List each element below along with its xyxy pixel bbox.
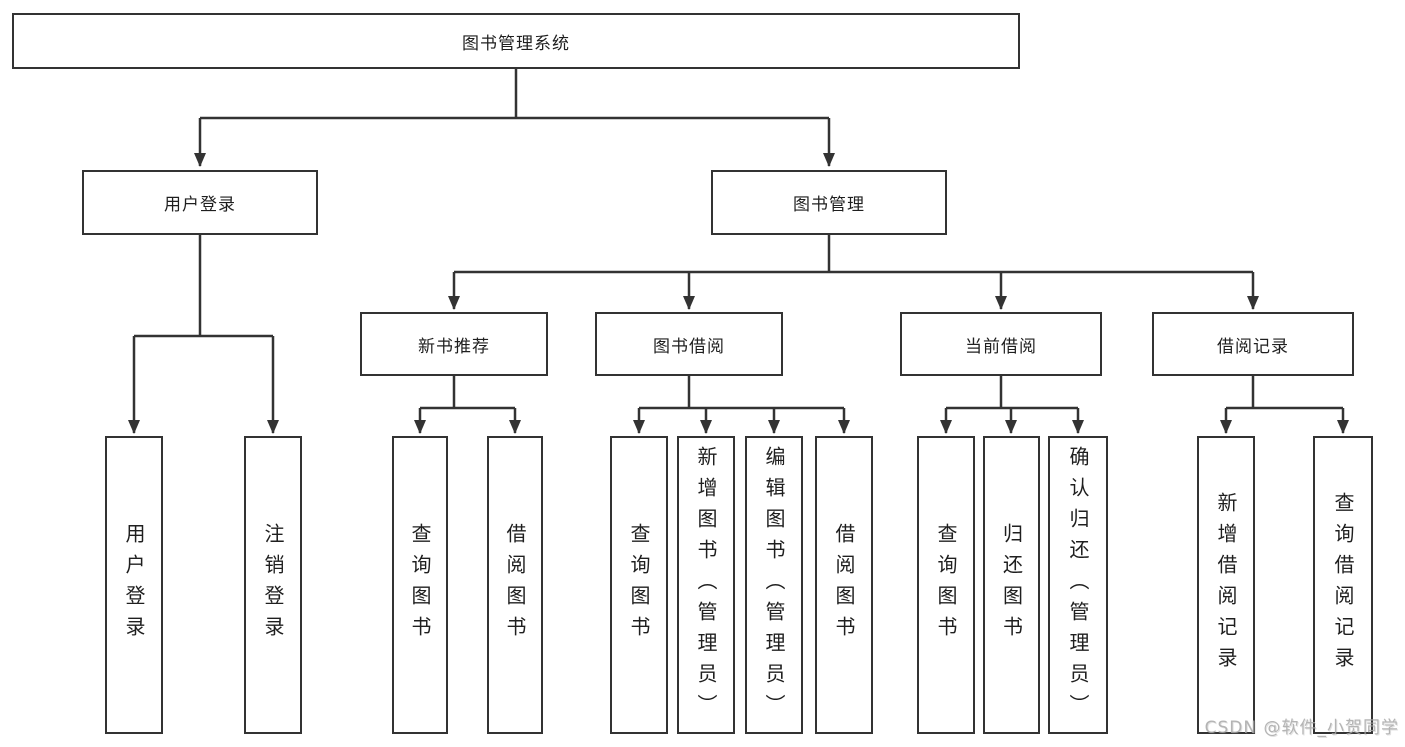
leaf-logout: 注销登录	[244, 436, 302, 734]
leaf-return-books: 归还图书	[983, 436, 1040, 734]
leaf-label: 查询借阅记录	[1331, 492, 1355, 678]
leaf-label: 归还图书	[999, 523, 1024, 647]
leaf-label: 新增图书（管理员）	[694, 445, 718, 725]
leaf-label: 查询图书	[627, 523, 651, 647]
leaf-add-borrow-record: 新增借阅记录	[1197, 436, 1255, 734]
node-new-book-recommendation: 新书推荐	[360, 312, 548, 376]
leaf-label: 借阅图书	[503, 523, 527, 647]
leaf-label: 查询图书	[934, 523, 958, 647]
leaf-label: 用户登录	[122, 523, 146, 647]
leaf-label: 编辑图书（管理员）	[762, 445, 786, 725]
leaf-query-borrow-record: 查询借阅记录	[1313, 436, 1373, 734]
csdn-watermark: CSDN @软件_小贺同学	[1204, 718, 1399, 738]
node-user-login: 用户登录	[82, 170, 318, 235]
leaf-user-login: 用户登录	[105, 436, 163, 734]
node-label: 图书管理系统	[462, 33, 570, 54]
leaf-query-books-recommend: 查询图书	[392, 436, 448, 734]
node-library-management-system: 图书管理系统	[12, 13, 1020, 69]
leaf-label: 查询图书	[408, 523, 432, 647]
leaf-add-books-admin: 新增图书（管理员）	[677, 436, 735, 734]
node-current-borrowing: 当前借阅	[900, 312, 1102, 376]
leaf-label: 新增借阅记录	[1214, 492, 1238, 678]
node-borrowing-records: 借阅记录	[1152, 312, 1354, 376]
node-label: 借阅记录	[1217, 336, 1289, 357]
node-label: 当前借阅	[965, 336, 1037, 357]
node-label: 用户登录	[164, 195, 236, 215]
node-book-management: 图书管理	[711, 170, 947, 235]
leaf-label: 借阅图书	[832, 523, 856, 647]
node-label: 新书推荐	[418, 336, 490, 357]
leaf-label: 注销登录	[261, 523, 285, 647]
leaf-borrow-books-recommend: 借阅图书	[487, 436, 543, 734]
leaf-confirm-return-admin: 确认归还（管理员）	[1048, 436, 1108, 734]
node-book-borrowing: 图书借阅	[595, 312, 783, 376]
leaf-borrow-books: 借阅图书	[815, 436, 873, 734]
leaf-query-books-current: 查询图书	[917, 436, 975, 734]
leaf-edit-books-admin: 编辑图书（管理员）	[745, 436, 803, 734]
leaf-label: 确认归还（管理员）	[1066, 445, 1090, 725]
node-label: 图书借阅	[653, 336, 725, 357]
node-label: 图书管理	[793, 195, 865, 215]
leaf-query-books-borrowing: 查询图书	[610, 436, 668, 734]
